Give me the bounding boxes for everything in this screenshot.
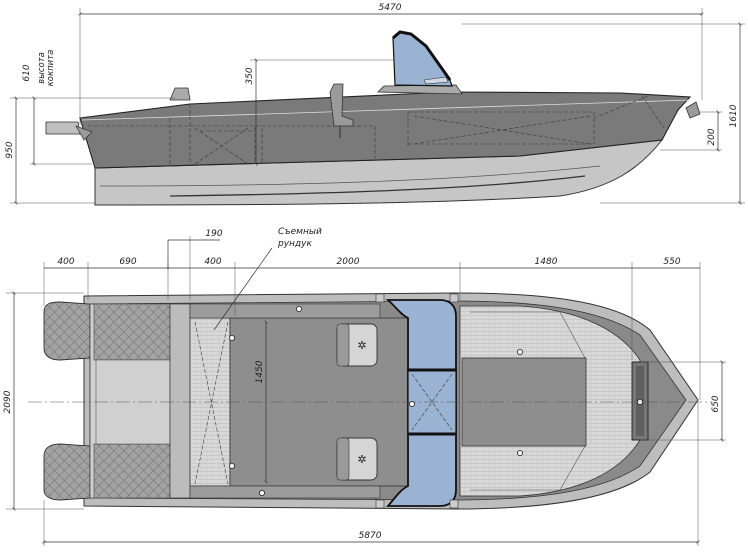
cleat-stbd-fwd: [449, 499, 459, 509]
seg-2-label: 690: [119, 257, 136, 267]
bench-width-label: 1450: [255, 360, 265, 383]
callout-line-2: рундук: [277, 239, 312, 249]
seg-1-label: 400: [57, 257, 74, 267]
callout-line-1: Съемный: [278, 227, 322, 237]
driver-seat: [329, 83, 354, 127]
pontoon-port: [43, 301, 91, 361]
seg-7-label: 550: [663, 257, 680, 267]
windshield-frame: [392, 30, 452, 81]
spray-rail: [169, 175, 586, 197]
side-hidden-bow-lines: [593, 95, 665, 129]
beam-label: 2090: [3, 390, 13, 413]
seat-starboard-back: [336, 437, 350, 481]
pontoon-starboard: [43, 443, 91, 501]
top-view: 1450 ✲ ✲: [3, 227, 726, 546]
transom-seat: [169, 303, 191, 499]
top-overall-length-label: 5870: [359, 531, 382, 541]
seat-port-studs-icon: ✲: [357, 339, 366, 352]
seg-6-label: 1480: [535, 257, 558, 267]
cleat-port: [375, 293, 385, 303]
side-shelf-port: [189, 303, 381, 319]
windshield-height-label: 350: [245, 67, 255, 84]
aft-step-starboard: [93, 443, 171, 499]
total-height-label: 1610: [729, 104, 739, 127]
seg-4-label: 400: [204, 257, 221, 267]
cleat-stbd: [375, 499, 385, 509]
seat-starboard-studs-icon: ✲: [357, 453, 366, 466]
bow-cleat: [685, 101, 701, 119]
upper-hull: [79, 91, 692, 169]
cockpit-height-value: 610: [22, 64, 32, 81]
seat-port-back: [336, 323, 350, 367]
top-dim-chain: [43, 236, 701, 400]
hull-height-label: 950: [5, 141, 15, 158]
bow-height-label: 200: [707, 128, 717, 145]
dashboard: [423, 76, 449, 85]
side-shelf-starboard: [189, 485, 381, 499]
console-cross: [411, 373, 453, 431]
side-hidden-frames-aft: [88, 104, 256, 165]
deck-fasteners: [228, 305, 644, 496]
side-overall-length-label: 5470: [379, 3, 402, 13]
chine-line: [99, 165, 601, 187]
transom-fitting: [75, 125, 93, 141]
cleat-port-fwd: [449, 293, 459, 303]
seg-3-label: 190: [205, 229, 222, 239]
seg-5-label: 2000: [337, 257, 360, 267]
console-side: [377, 84, 463, 95]
gunwale-highlight: [81, 99, 691, 121]
aft-step-port: [93, 303, 171, 361]
outboard-bracket: [45, 121, 81, 135]
removable-box-cross: [194, 321, 229, 485]
side-view: 5470: [5, 3, 745, 206]
bow-hatch-label: 650: [711, 395, 721, 412]
side-hidden-frames-fwd: [407, 111, 595, 146]
side-hidden-frames-mid: [255, 125, 376, 162]
cockpit-height-caption: высотакокпита: [37, 50, 56, 87]
callout-leader: [213, 247, 273, 331]
rear-seat-back: [169, 87, 191, 101]
